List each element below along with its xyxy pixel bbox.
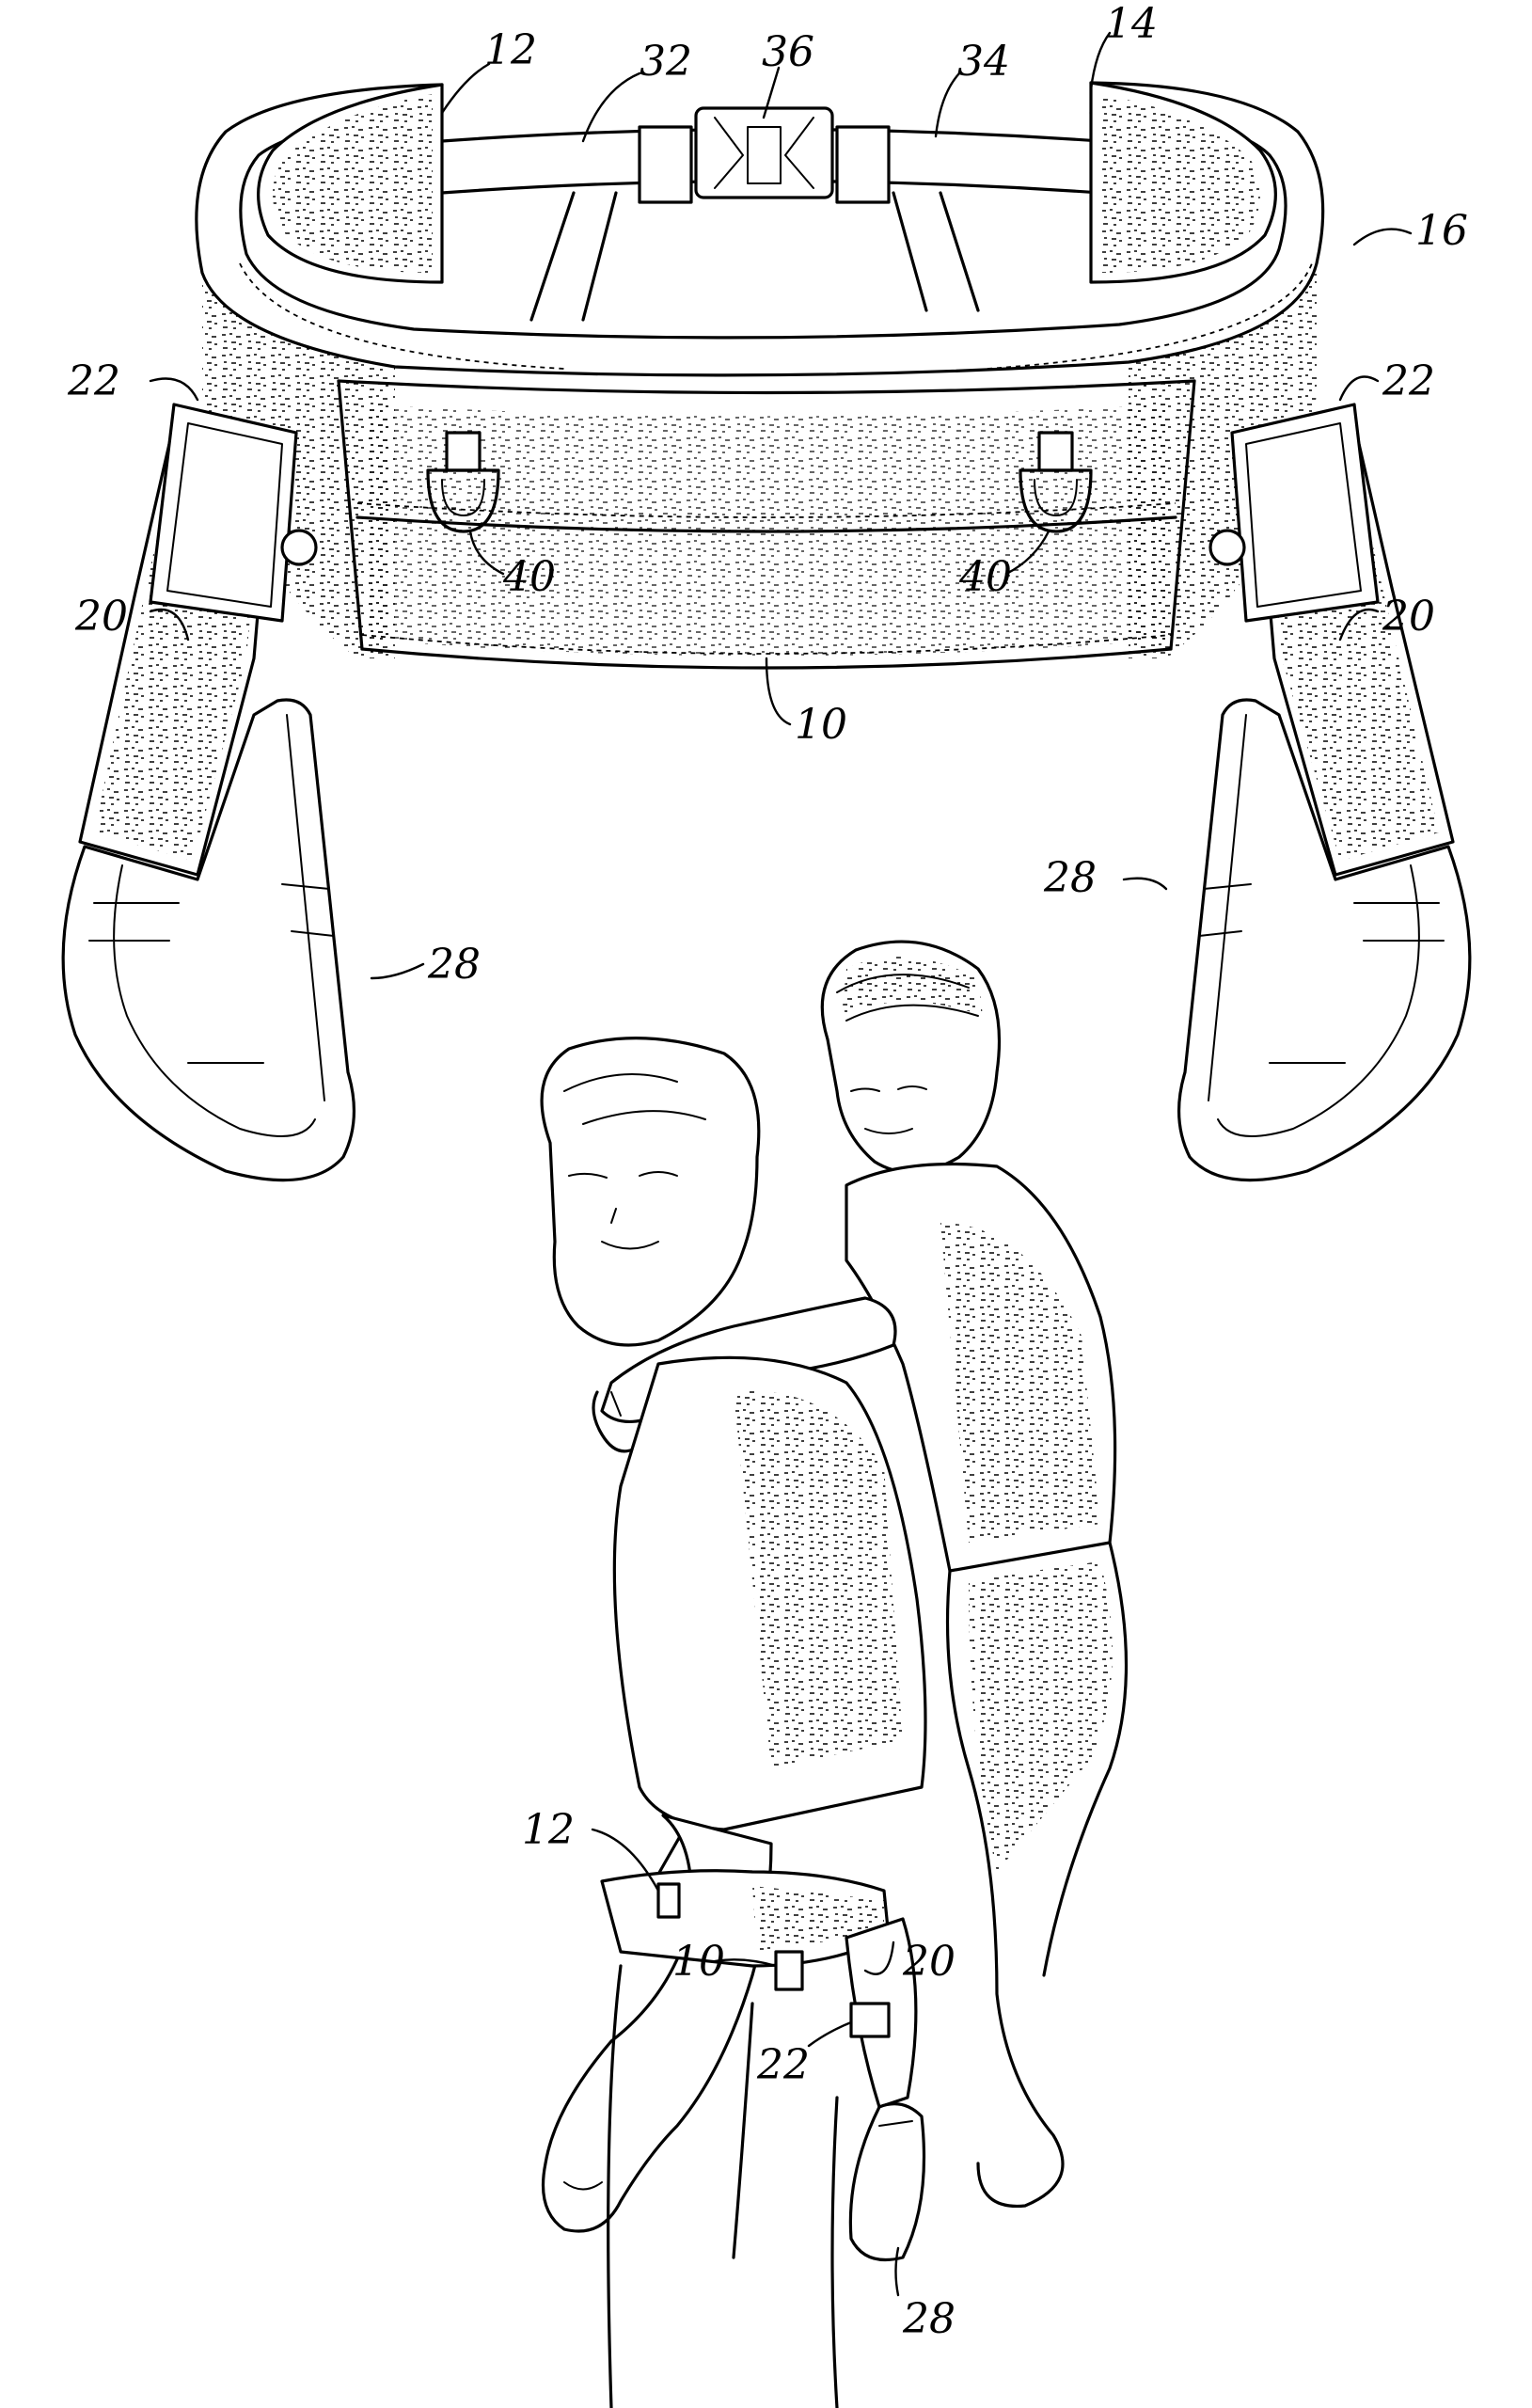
ref-40-right: 40 [958,553,1012,601]
ref-12: 12 [484,26,537,74]
adult-head [542,1038,759,1345]
ref-usage-22: 22 [756,2041,810,2089]
ref-34: 34 [957,38,1010,86]
ref-usage-10: 10 [672,1938,725,1986]
ref-22-left: 22 [67,357,120,405]
adult-torso [614,1357,925,1891]
ref-16: 16 [1415,207,1468,255]
ref-20-right: 20 [1382,593,1435,641]
ref-32: 32 [640,38,692,86]
ref-usage-20: 20 [902,1938,956,1986]
center-buckle [640,108,889,202]
ref-36: 36 [762,28,814,76]
padded-end-left [259,85,442,282]
ref-28-left: 28 [427,941,481,989]
ref-usage-12: 12 [522,1806,575,1854]
ref-28-right: 28 [1043,854,1097,902]
ref-10: 10 [795,701,847,749]
front-belt-panel [339,381,1194,668]
harness-top-view [63,33,1470,1180]
ref-14: 14 [1105,0,1158,48]
ref-40-left: 40 [502,553,556,601]
ref-usage-28: 28 [902,2295,956,2343]
child-head [822,942,999,1172]
ref-20-left: 20 [74,593,128,641]
padded-end-right [1091,83,1275,282]
ref-22-right: 22 [1382,357,1435,405]
usage-view [542,942,1126,2408]
